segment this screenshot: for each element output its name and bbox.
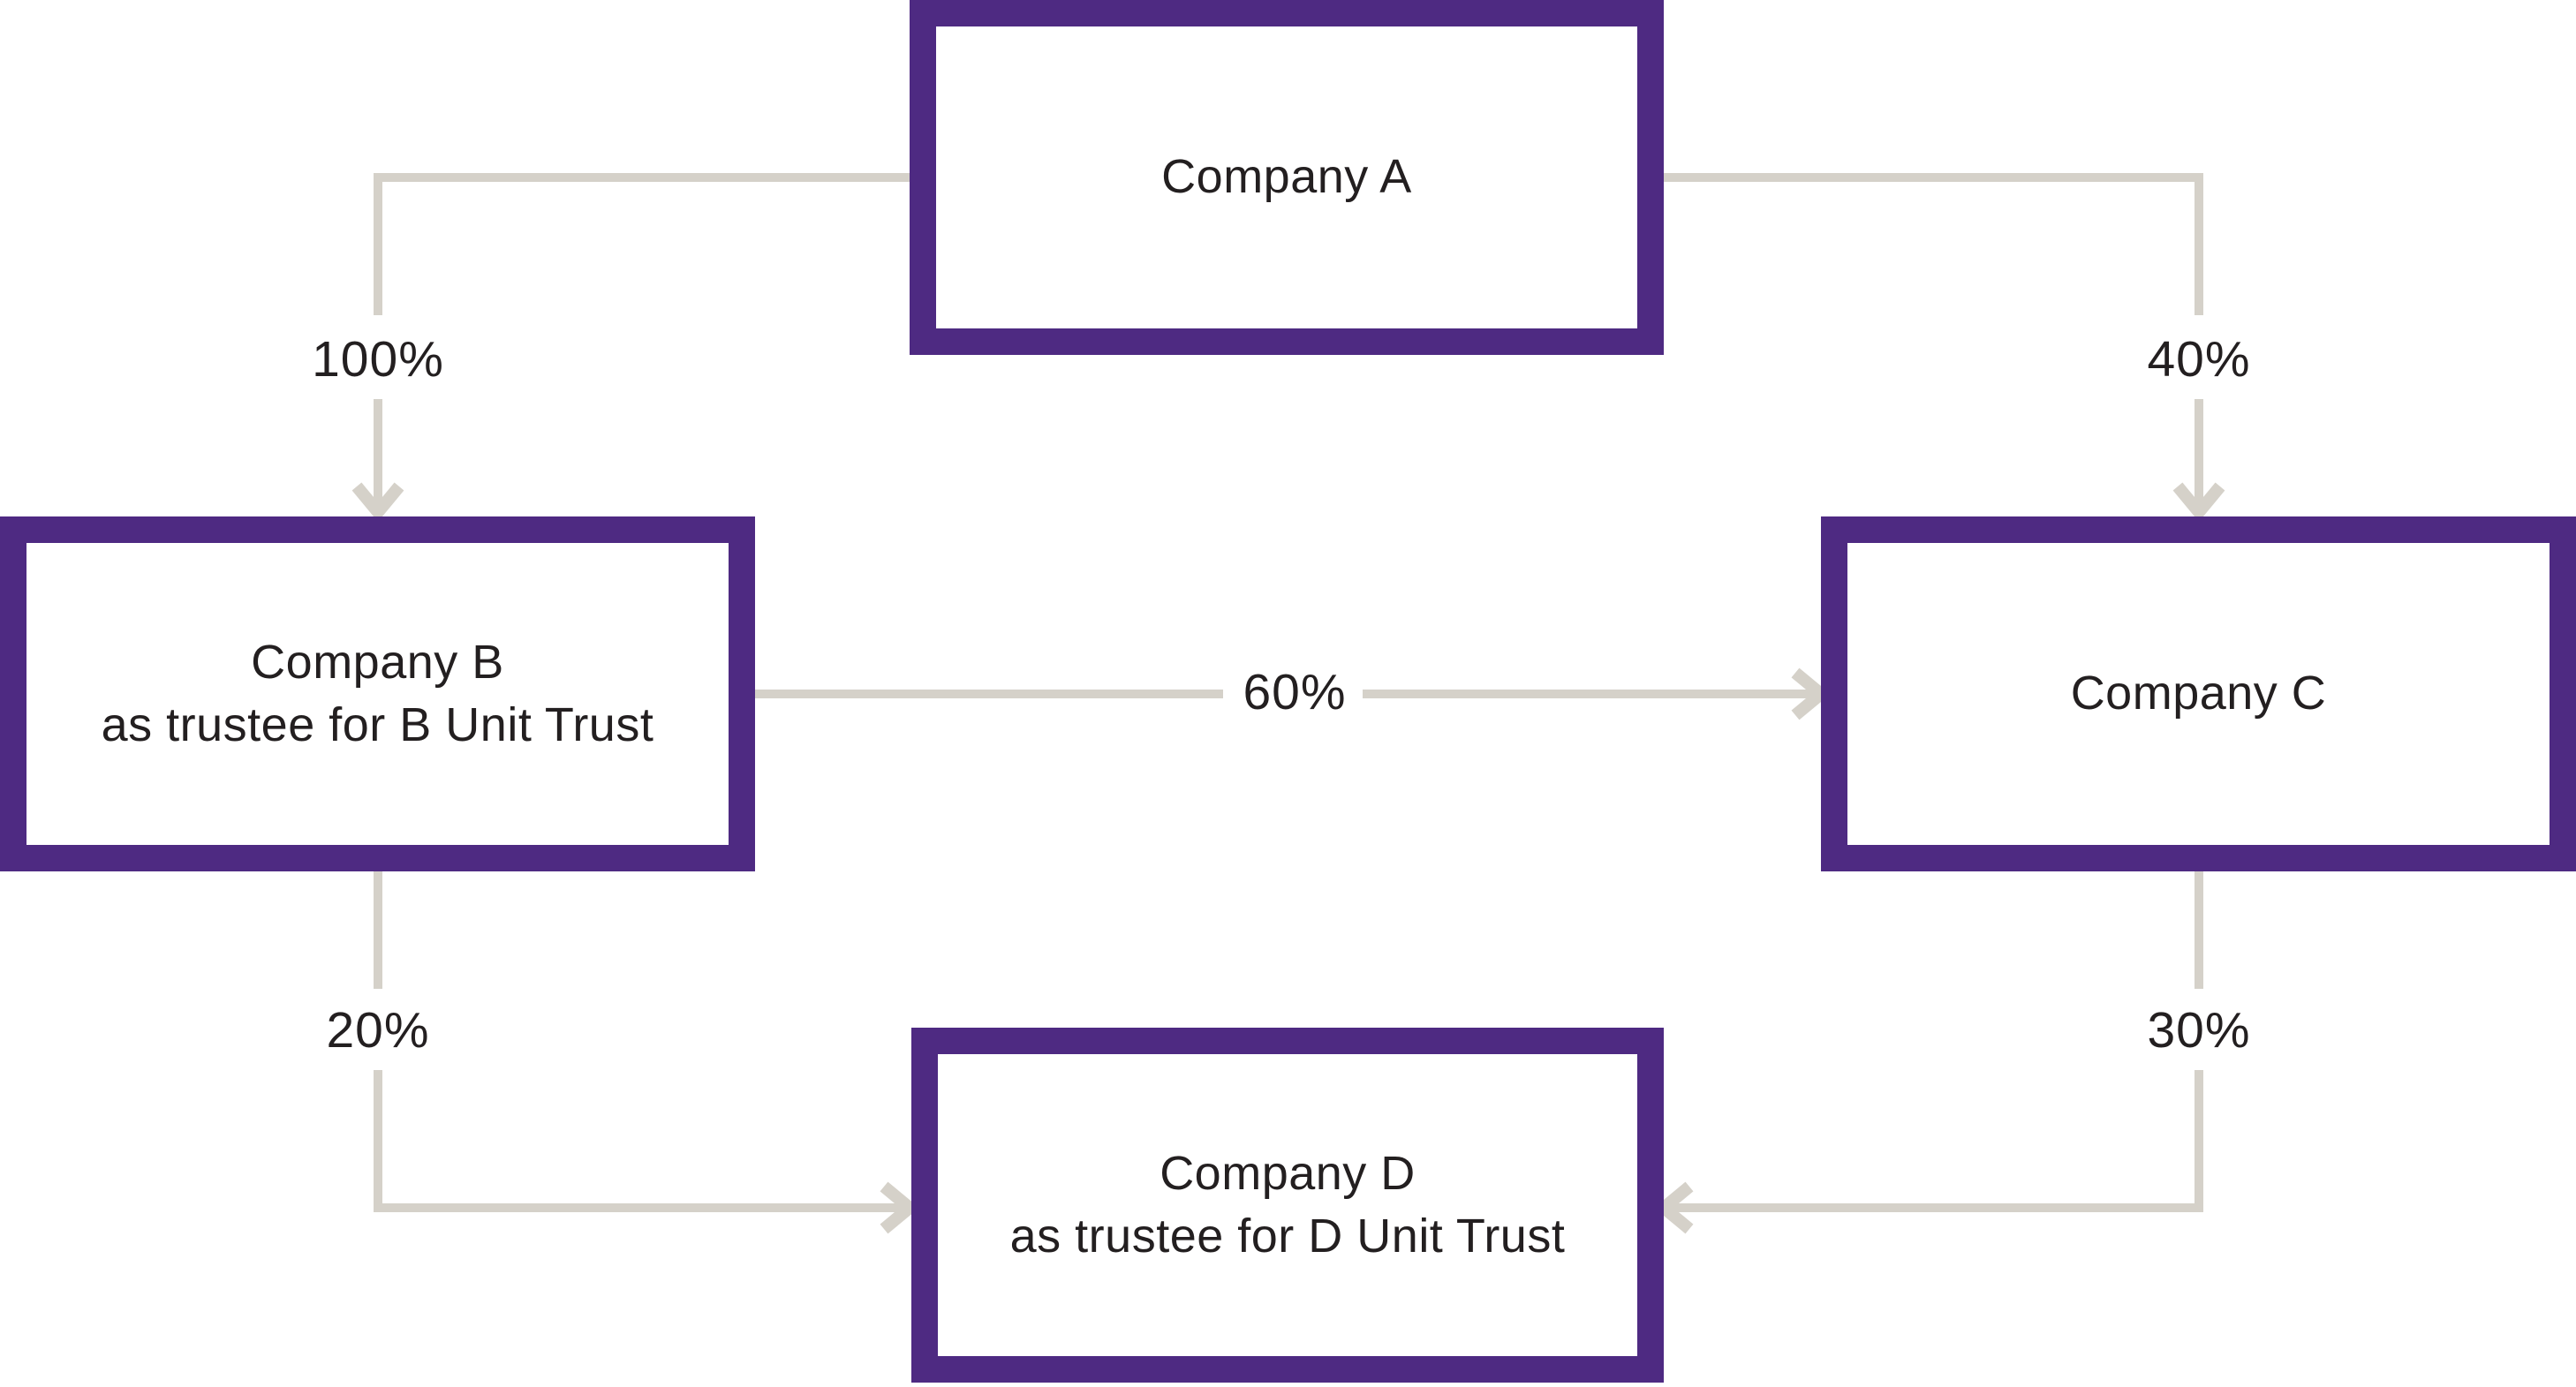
node-company-b: Company B as trustee for B Unit Trust [0,516,755,871]
connector-a-to-b [351,173,910,522]
connector-a-to-c [1664,173,2225,522]
node-company-b-label: Company B as trustee for B Unit Trust [102,631,654,758]
company-name: Company D [1160,1146,1416,1200]
node-company-c: Company C [1821,516,2576,871]
company-suffix: as trustee for D Unit Trust [1009,1210,1566,1263]
edge-label-a-to-c: 40% [2142,330,2256,388]
company-name: Company A [1161,150,1412,204]
arrowhead-down-icon [2172,482,2225,522]
node-company-d-label: Company D as trustee for D Unit Trust [1010,1142,1566,1269]
connector-c-to-d [1654,871,2203,1234]
edge-label-c-to-d: 30% [2142,1001,2256,1059]
node-company-a-label: Company A [1161,146,1412,208]
edge-label-b-to-c: 60% [1237,663,1352,721]
arrowhead-down-icon [351,482,404,522]
company-name: Company B [251,635,504,689]
edge-label-b-to-d: 20% [321,1001,435,1059]
node-company-d: Company D as trustee for D Unit Trust [911,1028,1664,1383]
arrowhead-left-icon [1654,1181,1694,1234]
company-name: Company C [2070,667,2327,720]
node-company-c-label: Company C [2071,662,2327,725]
node-company-a: Company A [910,0,1664,355]
arrowhead-right-icon [880,1181,919,1234]
company-suffix: as trustee for B Unit Trust [101,698,654,751]
connector-b-to-d [374,871,919,1234]
edge-label-a-to-b: 100% [306,330,449,388]
